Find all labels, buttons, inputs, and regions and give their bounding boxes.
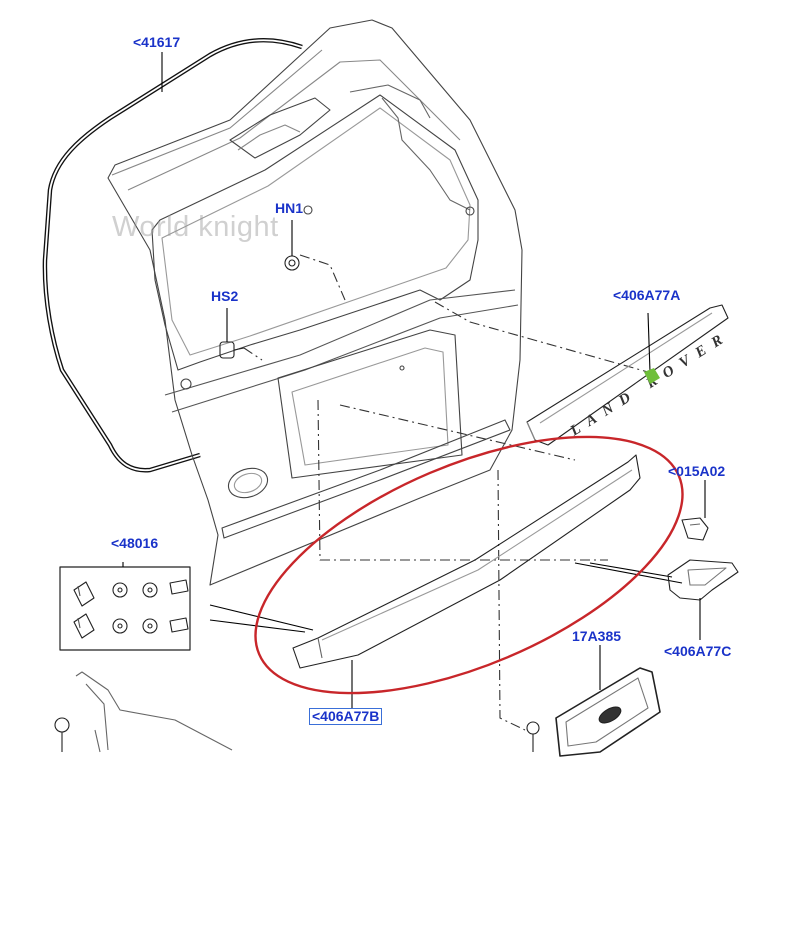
callout-406a77a[interactable]: <406A77A xyxy=(613,287,681,303)
finisher-upper[interactable] xyxy=(526,304,729,446)
callout-17a385[interactable]: 17A385 xyxy=(572,628,622,644)
screw-bottom-left xyxy=(54,717,70,752)
plate-lamp-housing[interactable] xyxy=(667,559,739,640)
switch-015a02[interactable] xyxy=(681,480,709,541)
leader-lines xyxy=(243,254,649,731)
finisher-lower[interactable] xyxy=(209,454,683,708)
land-rover-emblem: LAND ROVER xyxy=(567,328,734,440)
callout-406a77c[interactable]: <406A77C xyxy=(664,643,732,659)
nut-hn1[interactable] xyxy=(284,220,300,271)
callout-hs2[interactable]: HS2 xyxy=(211,288,239,304)
callout-48016[interactable]: <48016 xyxy=(111,535,159,551)
plate-bracket[interactable] xyxy=(555,645,661,757)
callout-406a77b[interactable]: <406A77B xyxy=(309,708,383,725)
clip-kit-box[interactable] xyxy=(59,562,191,651)
callout-hn1[interactable]: HN1 xyxy=(275,200,304,216)
callout-015a02[interactable]: <015A02 xyxy=(668,463,726,479)
screw-hs2[interactable] xyxy=(219,308,245,359)
callout-41617[interactable]: <41617 xyxy=(133,34,181,50)
emblem-green-accent xyxy=(644,368,660,384)
highlight-ellipse xyxy=(254,435,684,695)
tailgate-seal[interactable] xyxy=(42,37,303,473)
watermark: World knight xyxy=(112,211,279,243)
body-panel-partial xyxy=(75,671,233,753)
screw-bottom-center xyxy=(526,721,540,752)
tailgate-panel xyxy=(107,19,523,586)
